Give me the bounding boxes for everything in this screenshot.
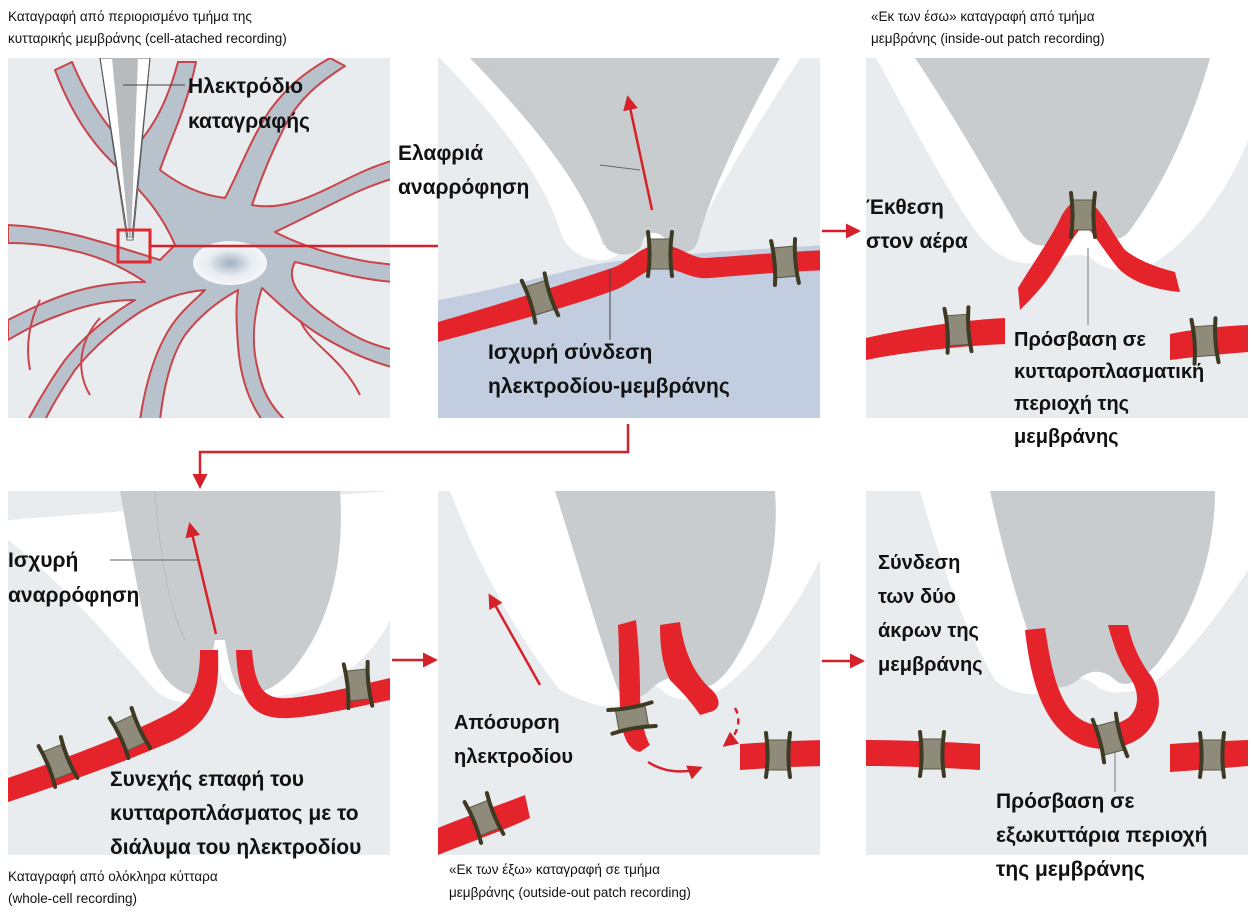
label-continuous-contact: Συνεχής επαφή του <box>110 768 304 791</box>
caption-line: κυτταρικής μεμβράνης (cell-atached recor… <box>8 31 287 46</box>
label-cytoplasmic-access: κυτταροπλασματική <box>1014 361 1204 383</box>
caption-line: (whole-cell recording) <box>8 891 137 906</box>
ion-channel <box>766 733 790 777</box>
caption-line: «Εκ των έσω» καταγραφή από τμήμα <box>871 9 1095 24</box>
label-air-exposure: Έκθεση <box>866 196 944 219</box>
arrow-to-whole-cell <box>200 424 628 486</box>
caption-whole-cell: Καταγραφή από ολόκληρα κύτταρα (whole-ce… <box>8 869 218 906</box>
label-electrode: καταγραφής <box>188 110 310 133</box>
label-cytoplasmic-access: Πρόσβαση σε <box>1014 329 1146 351</box>
nucleus <box>193 241 267 285</box>
label-air-exposure: στον αέρα <box>866 230 968 253</box>
ion-channel <box>648 232 672 276</box>
label-electrode: Ηλεκτρόδιο <box>188 75 303 98</box>
label-membrane-ends-fusion: των δύο <box>878 586 956 608</box>
caption-line: Καταγραφή από περιορισμένο τμήμα της <box>8 9 252 24</box>
label-gigaseal: ηλεκτροδίου-μεμβράνης <box>488 375 730 398</box>
label-strong-suction: αναρρόφηση <box>8 584 139 607</box>
label-continuous-contact: διάλυμα του ηλεκτροδίου <box>110 836 361 859</box>
label-strong-suction: Ισχυρή <box>8 549 78 572</box>
caption-line: Καταγραφή από ολόκληρα κύτταρα <box>8 869 218 884</box>
label-gentle-suction: αναρρόφηση <box>398 176 529 199</box>
ion-channel <box>1200 733 1224 777</box>
ion-channel <box>920 732 944 776</box>
caption-inside-out: «Εκ των έσω» καταγραφή από τμήμα μεμβράν… <box>871 9 1105 46</box>
label-gigaseal: Ισχυρή σύνδεση <box>488 341 652 364</box>
panel-outside-out-sealed: Σύνδεση των δύο άκρων της μεμβράνης Πρόσ… <box>866 491 1248 881</box>
caption-outside-out: «Εκ των έξω» καταγραφή σε τμήμα μεμβράνη… <box>449 862 691 900</box>
label-continuous-contact: κυτταροπλάσματος με το <box>110 802 359 825</box>
panel-whole-cell: Ισχυρή αναρρόφηση Συνεχής επαφή του κυττ… <box>8 491 390 859</box>
ion-channel <box>1071 193 1095 237</box>
label-membrane-ends-fusion: μεμβράνης <box>878 654 983 676</box>
label-extracellular-access: Πρόσβαση σε <box>996 790 1134 813</box>
label-extracellular-access: εξωκυττάρια περιοχή <box>996 824 1208 847</box>
label-gentle-suction: Ελαφριά <box>398 142 483 165</box>
caption-line: «Εκ των έξω» καταγραφή σε τμήμα <box>449 862 660 877</box>
panel-cell-attached: Ελαφριά αναρρόφηση Ισχυρή σύνδεση ηλεκτρ… <box>398 58 830 418</box>
label-membrane-ends-fusion: άκρων της <box>878 620 979 642</box>
panel-neuron: Ηλεκτρόδιο καταγραφής <box>8 58 480 420</box>
label-extracellular-access: της μεμβράνης <box>996 858 1145 881</box>
panel-inside-out: Έκθεση στον αέρα Πρόσβαση σε κυτταροπλασ… <box>866 58 1248 448</box>
label-electrode-withdrawal: ηλεκτροδίου <box>454 746 573 768</box>
label-cytoplasmic-access: μεμβράνης <box>1014 426 1119 448</box>
label-electrode-withdrawal: Απόσυρση <box>454 712 560 734</box>
caption-line: μεμβράνης (outside-out patch recording) <box>449 885 691 900</box>
caption-cell-attached: Καταγραφή από περιορισμένο τμήμα της κυτ… <box>8 9 287 46</box>
label-cytoplasmic-access: περιοχή της <box>1014 393 1129 415</box>
caption-line: μεμβράνης (inside-out patch recording) <box>871 31 1105 46</box>
label-membrane-ends-fusion: Σύνδεση <box>878 552 960 574</box>
panel-outside-out: Απόσυρση ηλεκτροδίου <box>438 491 830 855</box>
